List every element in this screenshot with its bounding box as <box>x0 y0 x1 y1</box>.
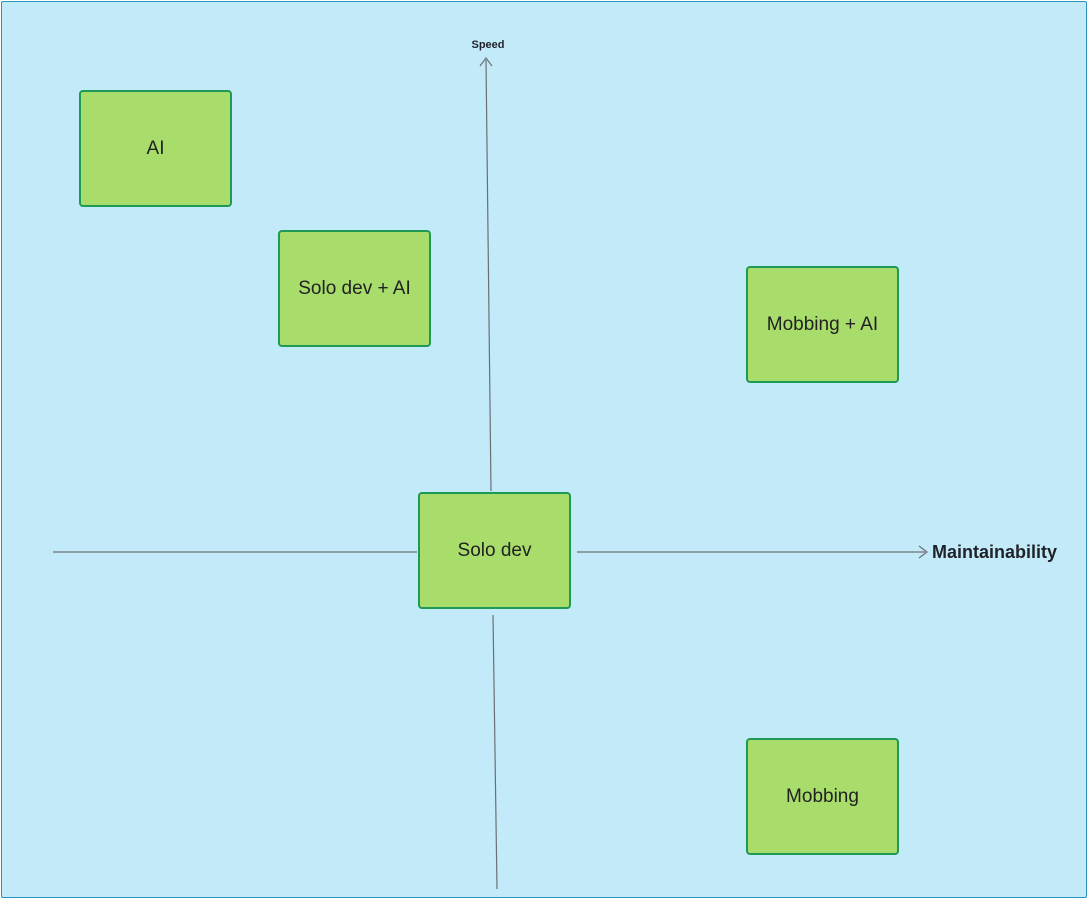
node-solo-dev[interactable]: Solo dev <box>418 492 571 609</box>
y-axis-upper-line <box>485 59 492 492</box>
y-axis-label: Speed <box>471 39 505 51</box>
node-solo-dev-ai[interactable]: Solo dev + AI <box>278 230 431 347</box>
y-axis-arrowhead <box>479 57 493 67</box>
node-mobbing-ai[interactable]: Mobbing + AI <box>746 266 899 383</box>
y-axis-lower-line <box>492 614 498 890</box>
x-axis-label: Maintainability <box>932 542 1058 562</box>
node-ai[interactable]: AI <box>79 90 232 207</box>
x-axis-arrowhead <box>918 545 928 559</box>
node-mobbing[interactable]: Mobbing <box>746 738 899 855</box>
